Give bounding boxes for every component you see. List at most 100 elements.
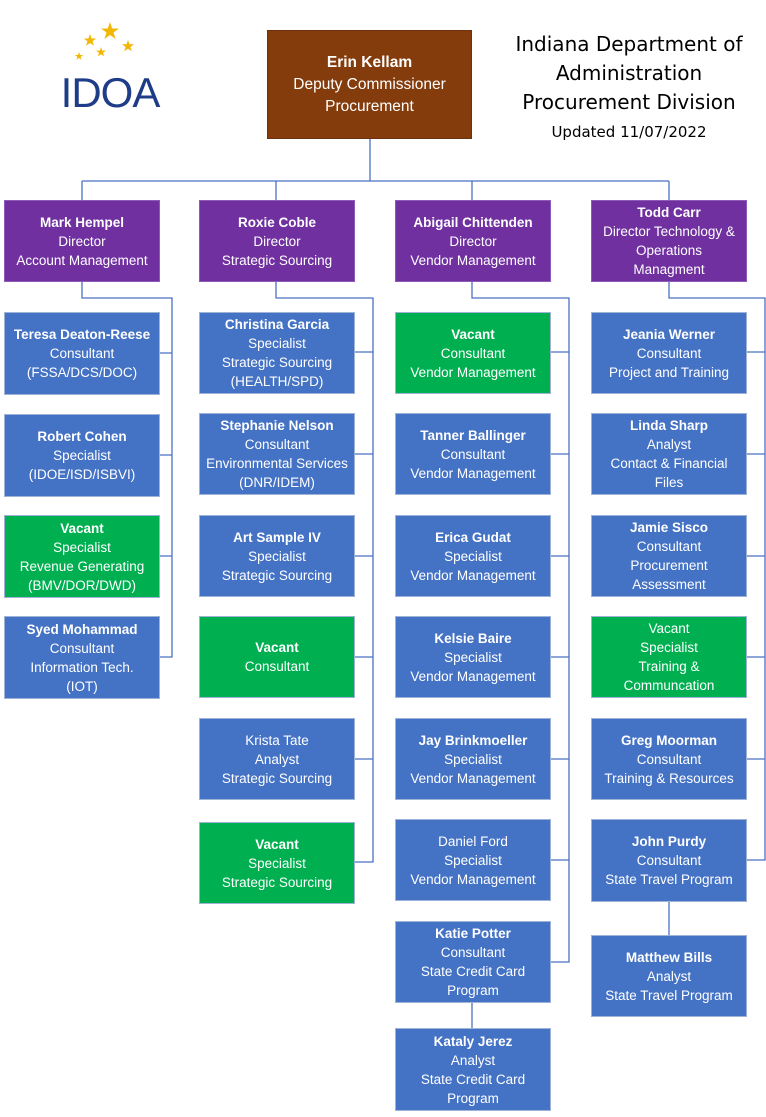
person-name: Linda Sharp <box>629 418 708 433</box>
vacant-box: Vacant Specialist Revenue Generating (BM… <box>4 515 160 598</box>
staff-box: Jay Brinkmoeller Specialist Vendor Manag… <box>395 718 551 800</box>
deputy-commissioner-box: Erin Kellam Deputy Commissioner Procurem… <box>267 30 472 139</box>
person-name: Matthew Bills <box>625 949 713 965</box>
staff-box: Stephanie Nelson Consultant Environmenta… <box>199 413 355 495</box>
staff-box: Jamie Sisco Consultant Procurement Asses… <box>591 515 747 597</box>
updated-date: Updated 11/07/2022 <box>551 123 707 141</box>
person-title: Specialist <box>444 649 502 665</box>
person-name: Erin Kellam <box>326 53 413 71</box>
person-title: Consultant <box>440 345 506 361</box>
person-title: Consultant <box>636 751 702 767</box>
staff-box: Syed Mohammad Consultant Information Tec… <box>4 616 160 699</box>
person-title: Specialist <box>640 640 698 655</box>
person-area: Vendor Management <box>410 567 536 583</box>
person-name: Todd Carr <box>637 205 701 220</box>
person-title: Consultant <box>440 945 506 960</box>
person-area: Strategic Sourcing <box>221 567 333 583</box>
person-area: Strategic Sourcing <box>221 874 333 890</box>
person-title: Specialist <box>53 539 111 555</box>
connector-col4 <box>668 282 766 935</box>
person-name: Jamie Sisco <box>629 520 709 535</box>
person-title: Consultant <box>49 640 115 656</box>
idoa-logo: IDOA <box>61 22 161 116</box>
person-name: Mark Hempel <box>39 214 125 230</box>
staff-box: Linda Sharp Analyst Contact & Financial … <box>591 413 747 495</box>
person-area: Vendor Management <box>410 465 536 481</box>
director-box-technology-operations: Todd Carr Director Technology & Operatio… <box>591 200 747 282</box>
person-area: Operations <box>635 243 703 258</box>
person-area: State Travel Program <box>605 872 733 887</box>
person-area: Training & Resources <box>604 770 734 786</box>
person-title: Consultant <box>244 659 310 674</box>
person-area-2: Assessment <box>632 577 706 592</box>
person-name: Abigail Chittenden <box>413 214 533 230</box>
title-line-3: Procurement Division <box>522 90 736 114</box>
staff-box: Kelsie Baire Specialist Vendor Managemen… <box>395 616 551 698</box>
vacant-box: Vacant Consultant Vendor Management <box>395 312 551 394</box>
vacant-box: Vacant Consultant <box>199 616 355 698</box>
person-name: Erica Gudat <box>435 529 511 545</box>
person-name: Vacant <box>648 621 690 636</box>
person-area-2: (HEALTH/SPD) <box>230 374 324 389</box>
person-area: Vendor Management <box>410 871 536 887</box>
person-area: Vendor Management <box>410 364 536 380</box>
person-area: Project and Training <box>608 364 730 380</box>
person-title: Consultant <box>636 853 702 868</box>
staff-box: Greg Moorman Consultant Training & Resou… <box>591 718 747 800</box>
person-name: Roxie Coble <box>237 214 316 230</box>
person-name: Krista Tate <box>245 732 309 748</box>
person-title: Analyst <box>254 751 300 767</box>
person-title: Specialist <box>444 852 502 868</box>
connector-col1 <box>81 282 173 658</box>
person-name: Vacant <box>60 520 104 536</box>
person-name: Jay Brinkmoeller <box>418 732 528 748</box>
person-name: Stephanie Nelson <box>220 418 334 433</box>
person-title: Specialist <box>248 336 306 351</box>
person-title: Analyst <box>646 968 692 984</box>
person-area: State Travel Program <box>605 987 733 1003</box>
staff-box: Kataly Jerez Analyst State Credit Card P… <box>395 1028 551 1111</box>
person-name: Christina Garcia <box>224 317 330 332</box>
staff-box: Matthew Bills Analyst State Travel Progr… <box>591 935 747 1017</box>
person-area: (IDOE/ISD/ISBVI) <box>28 467 136 482</box>
person-name: Vacant <box>255 836 299 852</box>
person-title: Consultant <box>636 539 702 554</box>
person-name: Kelsie Baire <box>434 630 512 646</box>
person-area: Strategic Sourcing <box>221 252 333 268</box>
connector-col2 <box>275 282 374 863</box>
person-area: Strategic Sourcing <box>221 355 333 370</box>
person-area-2: (IOT) <box>66 678 98 694</box>
person-name: Greg Moorman <box>620 732 717 748</box>
person-name: Katie Potter <box>435 926 511 941</box>
person-name: Tanner Ballinger <box>420 427 526 443</box>
person-name: Jeania Werner <box>622 326 716 342</box>
person-area-2: (DNR/IDEM) <box>239 475 315 490</box>
person-area: Vendor Management <box>410 770 536 786</box>
person-area-2: Files <box>654 475 684 490</box>
person-area: Strategic Sourcing <box>221 770 333 786</box>
director-box-account-management: Mark Hempel Director Account Management <box>4 200 160 282</box>
person-title: Consultant <box>440 446 506 462</box>
vacant-box: Vacant Specialist Strategic Sourcing <box>199 822 355 904</box>
person-area: Procurement <box>325 97 414 115</box>
person-area-2: Managment <box>633 262 705 277</box>
staff-box: Katie Potter Consultant State Credit Car… <box>395 921 551 1003</box>
connector-top-trunk <box>81 139 670 200</box>
person-title: Deputy Commissioner <box>293 75 446 93</box>
person-area: Environmental Services <box>206 456 348 471</box>
staff-box: Erica Gudat Specialist Vendor Management <box>395 515 551 597</box>
staff-box: John Purdy Consultant State Travel Progr… <box>591 819 747 902</box>
director-box-strategic-sourcing: Roxie Coble Director Strategic Sourcing <box>199 200 355 282</box>
person-title: Director <box>449 233 497 249</box>
staff-box: Jeania Werner Consultant Project and Tra… <box>591 312 747 394</box>
staff-box: Art Sample IV Specialist Strategic Sourc… <box>199 515 355 597</box>
staff-box: Krista Tate Analyst Strategic Sourcing <box>199 718 355 800</box>
staff-box: Teresa Deaton-Reese Consultant (FSSA/DCS… <box>4 312 160 395</box>
person-area-2: Communcation <box>623 678 715 693</box>
staff-box: Robert Cohen Specialist (IDOE/ISD/ISBVI) <box>4 414 160 497</box>
person-title: Consultant <box>244 437 310 452</box>
person-title: Consultant <box>49 346 115 361</box>
person-area: (FSSA/DCS/DOC) <box>26 365 138 380</box>
person-area-2: Program <box>447 983 499 998</box>
person-title: Specialist <box>248 548 306 564</box>
